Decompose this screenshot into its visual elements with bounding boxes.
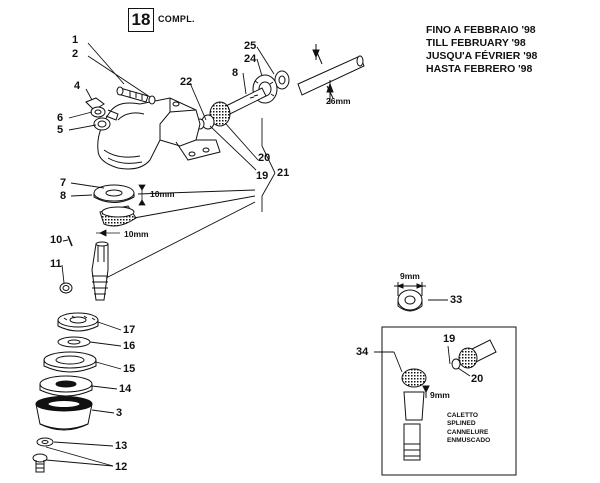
- validity-english: TILL FEBRUARY '98: [426, 37, 526, 49]
- callout-14: 14: [119, 383, 132, 395]
- callout-34: 34: [356, 346, 369, 358]
- assembly-caption: COMPL.: [158, 14, 195, 24]
- callout-16: 16: [123, 340, 136, 352]
- ring-11: [59, 282, 73, 294]
- callout-13: 13: [115, 440, 128, 452]
- callout-6: 6: [57, 112, 64, 124]
- callout-20-inset: 20: [471, 373, 484, 385]
- callout-11: 11: [50, 258, 62, 270]
- inset-pin-label: 9mm: [430, 390, 450, 400]
- cup-15: [43, 351, 97, 373]
- callout-2: 2: [72, 48, 79, 60]
- guard-cup-3: [35, 395, 93, 431]
- spline-note-english: SPLINED: [447, 420, 476, 428]
- validity-note: FINO A FEBBRAIO '98 TILL FEBRUARY '98 JU…: [426, 24, 537, 76]
- validity-french: JUSQU'A FÉVRIER '98: [426, 50, 538, 62]
- plate-14: [39, 375, 93, 397]
- pinion-gear: [195, 101, 231, 130]
- small-hardware: [85, 97, 119, 131]
- callout-20: 20: [258, 152, 271, 164]
- callout-7: 7: [60, 177, 67, 189]
- dimension-markers: [96, 184, 146, 237]
- callout-1: 1: [72, 34, 79, 46]
- callout-24: 24: [244, 53, 257, 65]
- spline-note-french: CANNELURE: [447, 428, 489, 436]
- spacer-25: [274, 70, 290, 90]
- bearing-17: [57, 312, 99, 332]
- spline-note-italian: CALETTO: [447, 412, 479, 419]
- assembly-number-badge: 18: [128, 8, 154, 32]
- callout-25: 25: [244, 40, 257, 52]
- bevel-gear: [99, 205, 137, 227]
- inset-pinion: [451, 339, 497, 370]
- washer-16: [57, 336, 91, 348]
- validity-italian: FINO A FEBBRAIO '98: [426, 24, 536, 36]
- callout-19-inset: 19: [443, 333, 456, 345]
- callout-5: 5: [57, 124, 64, 136]
- gearbox-housing: [97, 97, 221, 170]
- leader-lines: [45, 42, 471, 467]
- spline-note: CALETTO SPLINED CANNELURE ENMUSCADO: [447, 412, 490, 446]
- callout-15: 15: [123, 363, 136, 375]
- bearing33-label: 9mm: [400, 271, 420, 281]
- washer-13: [36, 437, 54, 447]
- callout-19: 19: [256, 170, 269, 182]
- callout-8-upper: 8: [232, 67, 239, 79]
- bearing-8: [93, 184, 135, 203]
- spline-note-spanish: ENMUSCADO: [447, 437, 491, 445]
- callout-21: 21: [277, 167, 290, 179]
- callout-8-lower: 8: [60, 190, 67, 202]
- callout-4: 4: [74, 80, 81, 92]
- output-shaft: [91, 241, 109, 301]
- pin-length-label: 10mm: [124, 229, 149, 239]
- callout-22: 22: [180, 76, 193, 88]
- validity-spanish: HASTA FEBRERO '98: [426, 63, 533, 75]
- bearing-33: [394, 282, 426, 312]
- bolt-12: [32, 453, 48, 473]
- callout-10: 10: [50, 234, 63, 246]
- inset-box: [381, 326, 517, 476]
- shaft-diameter-label: 26mm: [326, 96, 351, 106]
- bearing-gap-label: 10mm: [150, 189, 175, 199]
- screw-1: [116, 86, 156, 105]
- pin-10: [67, 235, 73, 247]
- inset-gear: [401, 368, 430, 461]
- drive-shaft: [297, 44, 365, 104]
- callout-33: 33: [450, 294, 463, 306]
- callout-12: 12: [115, 461, 128, 473]
- callout-3: 3: [116, 407, 123, 419]
- callout-17: 17: [123, 324, 136, 336]
